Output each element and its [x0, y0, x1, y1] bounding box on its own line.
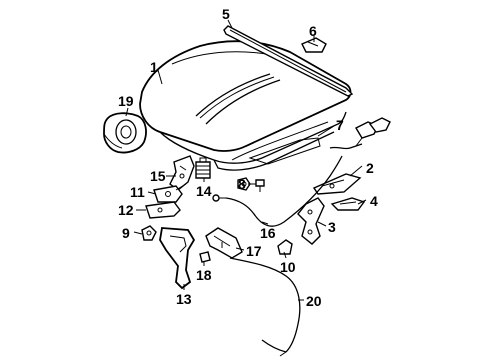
hood-weatherstrip	[223, 25, 354, 97]
callout-17: 17	[246, 243, 262, 259]
callout-20: 20	[306, 293, 322, 309]
callout-6: 6	[309, 23, 317, 39]
release-cable-front	[329, 117, 391, 150]
callout-11: 11	[130, 184, 145, 200]
bracket-4	[330, 197, 366, 211]
callout-16: 16	[260, 225, 276, 241]
leader-lines	[125, 19, 367, 301]
latch-support	[312, 173, 362, 195]
latch-spring	[195, 157, 211, 179]
callout-5: 5	[222, 6, 230, 22]
nut-9	[141, 225, 157, 241]
hood-panel	[139, 40, 352, 171]
callout-13: 13	[176, 291, 192, 307]
release-handle	[205, 227, 243, 259]
latch-plate	[145, 201, 181, 219]
callout-7: 7	[336, 117, 344, 133]
hood-latch	[153, 183, 187, 203]
callout-8: 8	[238, 176, 246, 192]
callout-1: 1	[150, 59, 158, 75]
callout-14: 14	[196, 183, 212, 199]
callout-labels: 1 2 3 4 5 6 7 8 9 10 11 12 13 14 15 16 1…	[118, 6, 378, 309]
callout-3: 3	[328, 219, 336, 235]
clip-18	[199, 251, 211, 263]
bumper-10	[277, 239, 293, 255]
callout-10: 10	[280, 259, 296, 275]
latch-support-bracket	[159, 227, 196, 290]
hood-insulator	[103, 112, 147, 154]
callout-15: 15	[150, 168, 166, 184]
callout-4: 4	[370, 193, 378, 209]
release-cable	[212, 155, 343, 227]
callout-9: 9	[122, 225, 130, 241]
bolt-8	[255, 179, 265, 192]
callout-18: 18	[196, 267, 212, 283]
secondary-latch	[169, 155, 195, 191]
callout-19: 19	[118, 93, 134, 109]
callout-2: 2	[366, 160, 374, 176]
callout-12: 12	[118, 202, 134, 218]
hood-hinge	[297, 197, 325, 245]
release-cable-lower	[229, 257, 301, 357]
